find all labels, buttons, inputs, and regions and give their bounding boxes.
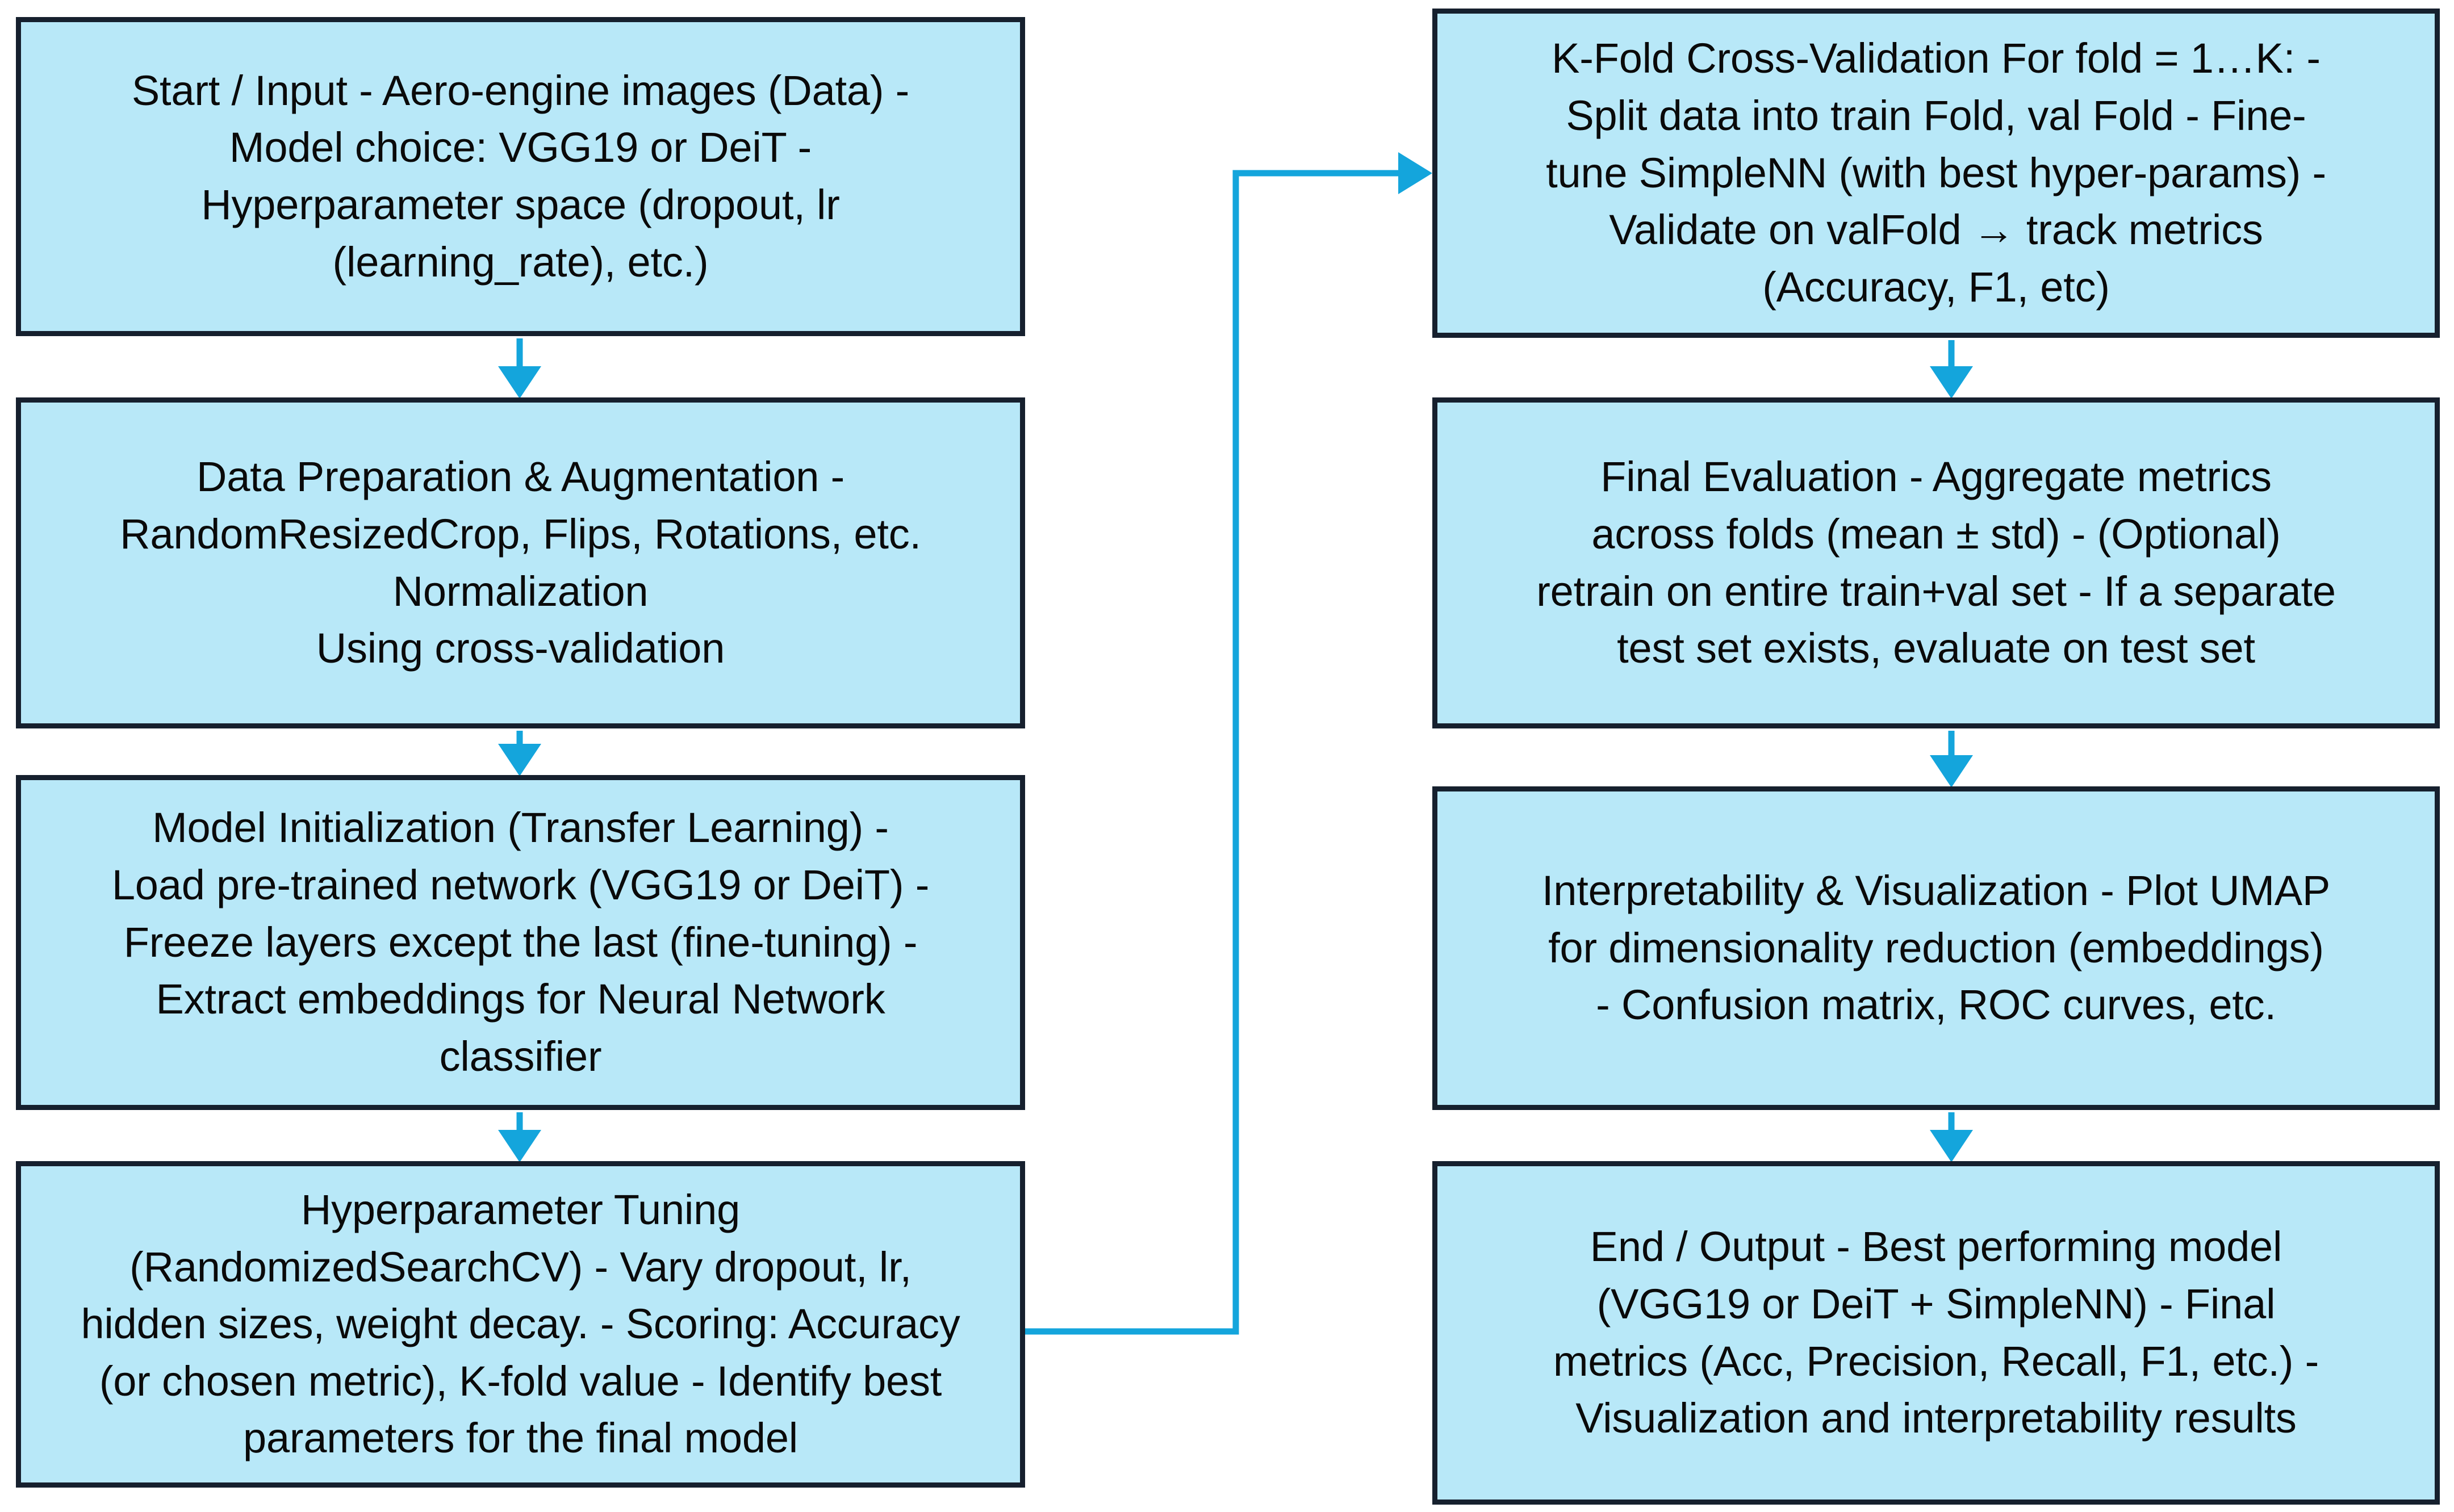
connector-tune-to-kfold <box>1025 152 1432 1335</box>
connector-eval-to-interp <box>1930 731 1973 788</box>
node-start-input-label: Start / Input - Aero-engine images (Data… <box>131 66 910 286</box>
node-model-initialization-label: Model Initialization (Transfer Learning)… <box>111 804 930 1080</box>
node-k-fold-cross-validation[interactable]: K-Fold Cross-Validation For fold = 1…K: … <box>1432 9 2440 338</box>
node-k-fold-cross-validation-label: K-Fold Cross-Validation For fold = 1…K: … <box>1546 35 2326 311</box>
connector-interp-to-end <box>1930 1112 1973 1162</box>
node-interpretability-visualization[interactable]: Interpretability & Visualization - Plot … <box>1432 786 2440 1110</box>
node-end-output-label: End / Output - Best performing model (VG… <box>1553 1223 2319 1442</box>
node-data-preparation[interactable]: Data Preparation & Augmentation - Random… <box>16 397 1025 728</box>
node-data-preparation-label: Data Preparation & Augmentation - Random… <box>120 453 921 672</box>
node-interpretability-visualization-label: Interpretability & Visualization - Plot … <box>1541 867 2331 1029</box>
node-model-initialization[interactable]: Model Initialization (Transfer Learning)… <box>16 775 1025 1110</box>
connector-start-to-prep <box>498 338 541 399</box>
node-hyperparameter-tuning[interactable]: Hyperparameter Tuning (RandomizedSearchC… <box>16 1161 1025 1488</box>
node-final-evaluation-label: Final Evaluation - Aggregate metrics acr… <box>1536 453 2336 672</box>
node-hyperparameter-tuning-label: Hyperparameter Tuning (RandomizedSearchC… <box>81 1186 960 1462</box>
connector-prep-to-init <box>498 731 541 776</box>
connector-kfold-to-eval <box>1930 340 1973 399</box>
node-end-output[interactable]: End / Output - Best performing model (VG… <box>1432 1161 2440 1505</box>
node-start-input[interactable]: Start / Input - Aero-engine images (Data… <box>16 17 1025 336</box>
connector-init-to-tune <box>498 1112 541 1162</box>
node-final-evaluation[interactable]: Final Evaluation - Aggregate metrics acr… <box>1432 397 2440 728</box>
